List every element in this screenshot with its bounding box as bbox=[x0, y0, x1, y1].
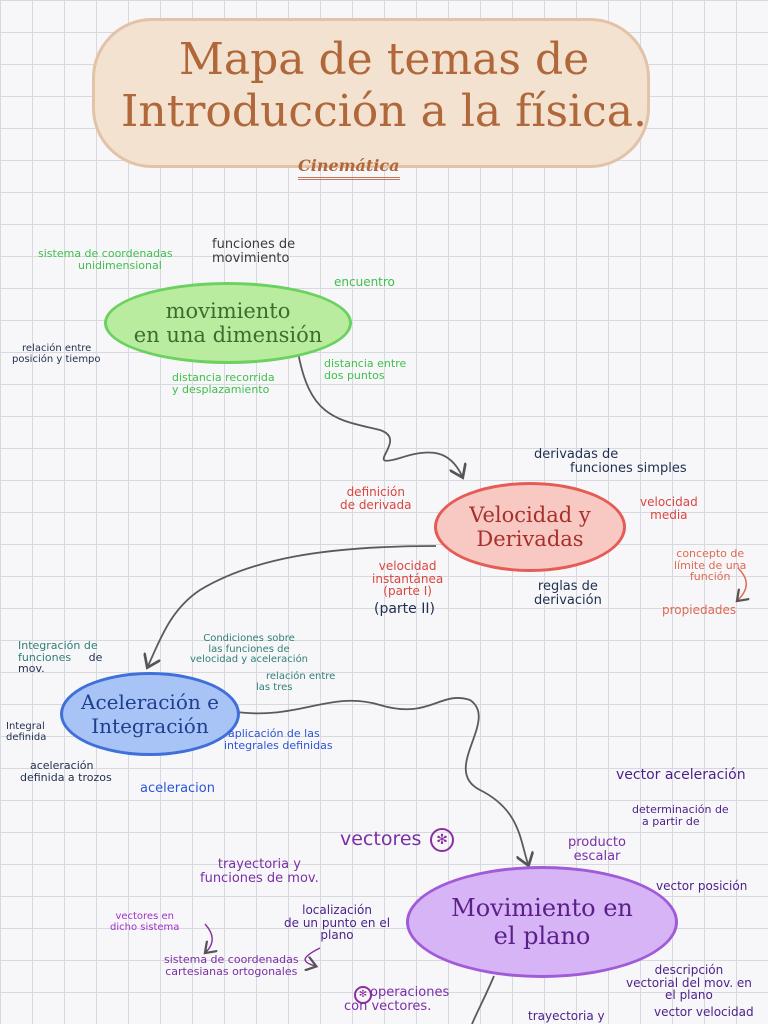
note-encuentro: encuentro bbox=[334, 275, 395, 289]
node-movimiento-plano: Movimiento en el plano bbox=[406, 866, 678, 978]
note-vectores: vectores bbox=[340, 828, 422, 850]
note-trayectoria-y: trayectoria y bbox=[528, 1009, 605, 1023]
note-aceleracion: aceleracion bbox=[140, 781, 215, 796]
node-label: el plano bbox=[493, 922, 591, 950]
title-cloud bbox=[92, 18, 650, 168]
node-aceleracion-integracion: Aceleración e Integración bbox=[60, 672, 240, 756]
node-label: Integración bbox=[91, 714, 209, 738]
node-label: en una dimensión bbox=[133, 323, 323, 347]
node-label: Aceleración e bbox=[81, 690, 219, 714]
arrow-m bbox=[738, 567, 746, 600]
node-movimiento-una-dimension: movimiento en una dimensión bbox=[104, 282, 352, 364]
node-label: Velocidad y bbox=[469, 503, 591, 527]
arrow-n1-n2 bbox=[297, 351, 462, 476]
title-line-2: Introducción a la física. bbox=[121, 86, 647, 137]
arrow-n2-n3 bbox=[148, 545, 437, 666]
note-integracion-funciones: Integración de funciones de mov. bbox=[18, 639, 103, 676]
star-icon: ✻ bbox=[430, 828, 454, 852]
arrow-n3-n4 bbox=[235, 697, 528, 864]
star-icon: ✻ bbox=[354, 986, 372, 1004]
node-label: movimiento bbox=[165, 299, 291, 323]
note-propiedades: propiedades bbox=[662, 603, 737, 617]
arrow-bb bbox=[205, 923, 212, 952]
subtitle: Cinemática bbox=[298, 157, 400, 180]
note-vector-velocidad: vector velocidad bbox=[654, 1005, 754, 1019]
node-label: Movimiento en bbox=[451, 894, 633, 922]
node-label: Derivadas bbox=[476, 527, 584, 551]
arrow-cc bbox=[305, 947, 321, 966]
node-velocidad-derivadas: Velocidad y Derivadas bbox=[434, 482, 626, 572]
note-vector-aceleracion: vector aceleración bbox=[616, 767, 746, 783]
note-vector-posicion: vector posición bbox=[656, 879, 748, 893]
arrow-n4-down bbox=[471, 975, 495, 1024]
note-parte-ii: (parte II) bbox=[374, 601, 435, 617]
title-line-1: Mapa de temas de bbox=[178, 34, 590, 85]
